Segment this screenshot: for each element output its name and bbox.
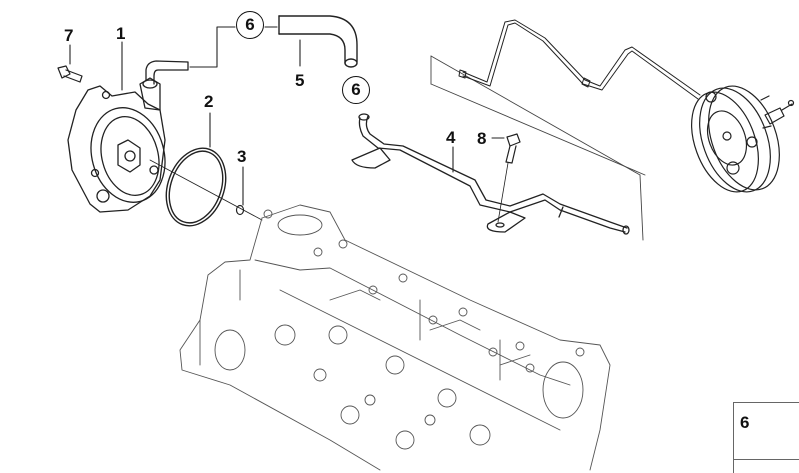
vacuum-pump <box>67 60 189 213</box>
brake-booster <box>691 85 795 193</box>
cylinder-head <box>179 204 611 471</box>
callout-3[interactable]: 3 <box>237 147 247 166</box>
legend-label-6: 6 <box>740 413 750 432</box>
callout-8[interactable]: 8 <box>477 129 487 148</box>
vacuum-pipe <box>351 113 630 235</box>
legend-box-next <box>733 459 799 473</box>
alignment-line <box>149 159 263 221</box>
callout-4[interactable]: 4 <box>446 128 456 147</box>
leader-lines <box>69 26 505 206</box>
callout-5[interactable]: 5 <box>295 71 305 90</box>
bolt-7 <box>57 65 83 83</box>
callout-6-lower[interactable]: 6 <box>342 76 370 104</box>
vacuum-hose <box>278 15 358 68</box>
legend-box-6: 6 <box>733 402 799 460</box>
booster-group-frame <box>430 55 646 241</box>
callout-6-top[interactable]: 6 <box>236 11 264 39</box>
callout-2[interactable]: 2 <box>204 92 214 111</box>
callout-7[interactable]: 7 <box>64 26 74 45</box>
brake-line <box>458 19 701 100</box>
o-ring <box>165 147 227 227</box>
callout-1[interactable]: 1 <box>116 24 126 43</box>
bolt-8 <box>497 133 521 223</box>
